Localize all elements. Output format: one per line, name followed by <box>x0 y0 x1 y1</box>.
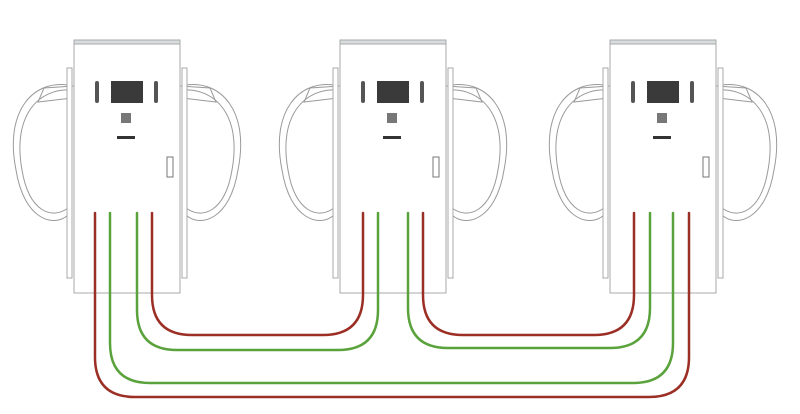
card-slot <box>383 136 401 139</box>
connector-right-icon <box>715 85 753 103</box>
connector-right-icon <box>445 85 483 103</box>
card-slot <box>653 136 671 139</box>
charger-cabinet <box>609 39 717 294</box>
charging-cable-right <box>451 83 508 222</box>
left-buttons <box>631 81 635 103</box>
cable-red <box>421 211 636 337</box>
card-reader-icon <box>387 113 397 123</box>
charging-cable-left-inner <box>555 89 608 214</box>
right-buttons <box>154 81 158 103</box>
card-slot <box>117 136 135 139</box>
charging-cable-right <box>185 83 242 222</box>
connector-left-icon <box>37 85 75 103</box>
charging-cable-left <box>278 83 335 222</box>
charging-cable-right-inner <box>448 89 501 214</box>
cabinet-top <box>609 39 717 45</box>
cable-green <box>108 211 675 385</box>
charger-cabinet <box>73 39 181 294</box>
right-buttons <box>690 81 694 103</box>
side-rail-left <box>66 67 73 279</box>
charging-cable-right <box>721 83 778 222</box>
display-screen <box>377 81 409 103</box>
door-handle <box>432 156 440 178</box>
connector-left-icon <box>573 85 611 103</box>
door-handle <box>166 156 174 178</box>
cable-green <box>406 211 652 350</box>
charging-cable-right-inner <box>718 89 771 214</box>
charging-cable-left-inner <box>285 89 338 214</box>
right-buttons <box>420 81 424 103</box>
connector-right-icon <box>179 85 217 103</box>
connector-left-icon <box>303 85 341 103</box>
side-rail-left <box>602 67 609 279</box>
card-reader-icon <box>657 113 667 123</box>
cabinet-top <box>73 39 181 45</box>
charger-cabinet <box>339 39 447 294</box>
charging-cable-left <box>548 83 605 222</box>
cabinet-top <box>339 39 447 45</box>
display-screen <box>111 81 143 103</box>
charger <box>12 39 242 294</box>
side-rail-right <box>181 67 188 279</box>
side-rail-right <box>717 67 724 279</box>
cable-red <box>93 211 691 399</box>
side-rail-left <box>332 67 339 279</box>
card-reader-icon <box>121 113 131 123</box>
display-screen <box>647 81 679 103</box>
charger <box>278 39 508 294</box>
side-rail-right <box>447 67 454 279</box>
cable-red <box>150 211 365 337</box>
charger <box>548 39 778 294</box>
left-buttons <box>95 81 99 103</box>
charging-cable-right-inner <box>182 89 235 214</box>
charging-cable-left <box>12 83 69 222</box>
door-handle <box>702 156 710 178</box>
cable-green <box>135 211 380 352</box>
left-buttons <box>361 81 365 103</box>
charging-cable-left-inner <box>19 89 72 214</box>
